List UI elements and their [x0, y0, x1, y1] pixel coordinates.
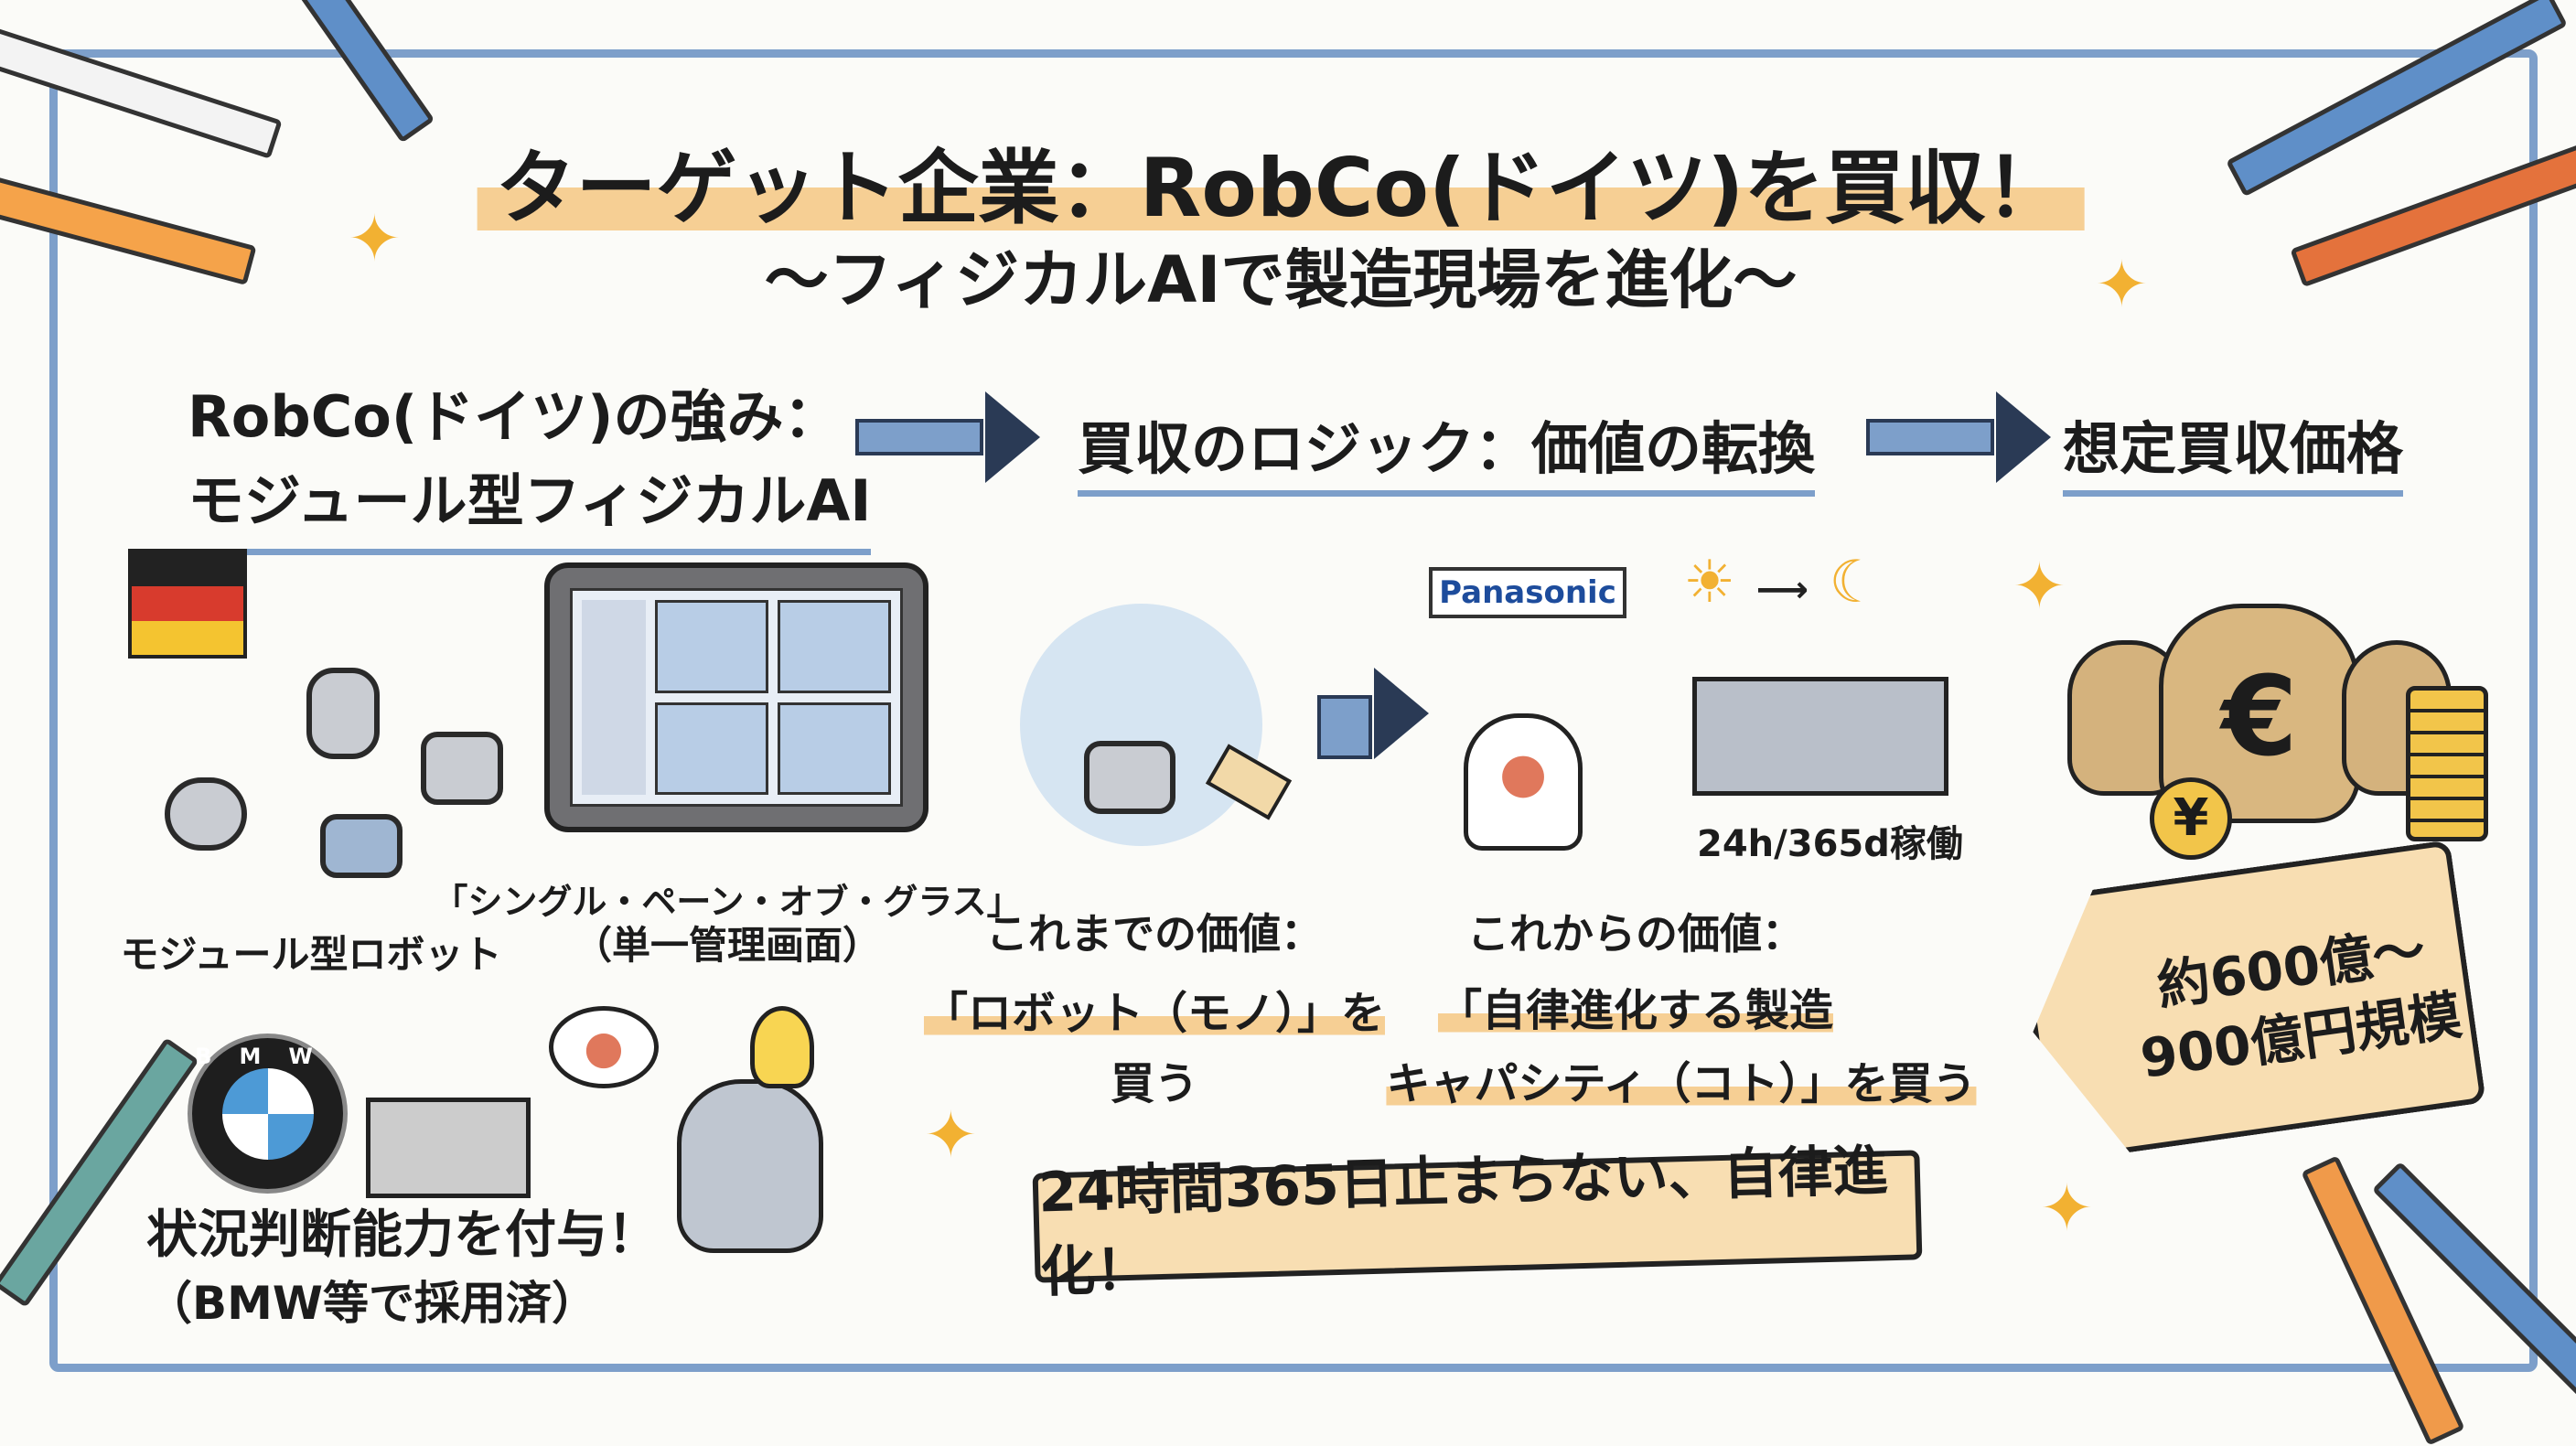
factory-icon: [366, 1098, 531, 1198]
before-value-line2: 買う: [1110, 1058, 1199, 1109]
sun-moon-icon: ☀ ⟶ ☾: [1683, 549, 1882, 616]
judgment-sublabel: （BMW等で採用済）: [146, 1277, 598, 1330]
germany-flag-icon: [128, 549, 247, 659]
before-value-line1: 「ロボット（モノ）」を: [923, 988, 1386, 1039]
before-value-heading: これまでの価値：: [986, 909, 1323, 959]
brain-head-icon: ●: [1464, 713, 1583, 851]
sparkle-icon: ✦: [2095, 247, 2149, 322]
robot-head-icon: [677, 1079, 823, 1253]
section-header-logic: 買収のロジック：価値の転換: [1078, 402, 1816, 497]
after-value-line2: キャパシティ（コト）」を買う: [1386, 1058, 1977, 1109]
strengths-header-line1: RobCo(ドイツ)の強み：: [188, 383, 841, 450]
sparkle-icon: ✦: [348, 201, 402, 276]
banner-ribbon: 24時間365日止まらない、自律進化！: [1032, 1139, 1923, 1305]
judgment-label: 状況判断能力を付与！: [146, 1205, 659, 1265]
section-header-strengths: RobCo(ドイツ)の強み： モジュール型フィジカルAI: [188, 375, 872, 555]
money-bags-illustration: € ¥: [2067, 585, 2488, 860]
banner-text: 24時間365日止まらない、自律進化！: [1037, 1139, 1889, 1305]
frame-border: [49, 49, 2538, 1372]
page-subtitle: 〜フィジカルAIで製造現場を進化〜: [764, 242, 1798, 317]
factory-icon: [1692, 677, 1948, 796]
modular-robots-illustration: [156, 594, 521, 887]
single-pane-label: 「シングル・ペーン・オブ・グラス」: [433, 882, 1022, 922]
sparkle-icon: ✦: [924, 1098, 978, 1173]
modular-robot-label: モジュール型ロボット: [120, 932, 502, 977]
single-pane-sublabel: （単一管理画面）: [573, 923, 882, 968]
arrow-icon: [855, 391, 1040, 483]
bmw-logo: BMW: [188, 1034, 348, 1194]
sparkle-icon: ✦: [2040, 1171, 2094, 1246]
arrow-icon: [1866, 391, 2051, 483]
arrow-icon: [1317, 668, 1429, 759]
sparkle-icon: ✦: [2012, 549, 2066, 624]
page-title: ターゲット企業：RobCo(ドイツ)を買収！: [477, 123, 2085, 240]
panasonic-logo: Panasonic: [1429, 567, 1626, 618]
robot-arm-price-tag-illustration: [1020, 604, 1293, 846]
after-value-line1: 「自律進化する製造: [1437, 985, 1834, 1036]
section-header-price: 想定買収価格: [2063, 402, 2404, 497]
strengths-header-line2: モジュール型フィジカルAI: [188, 467, 872, 534]
lightbulb-icon: [750, 1006, 814, 1088]
operation-label: 24h/365d稼働: [1697, 823, 1963, 865]
after-value-heading: これからの価値：: [1467, 909, 1804, 959]
tablet-dashboard-illustration: [544, 562, 928, 832]
thought-bubble-brain-icon: ●: [549, 1006, 659, 1088]
